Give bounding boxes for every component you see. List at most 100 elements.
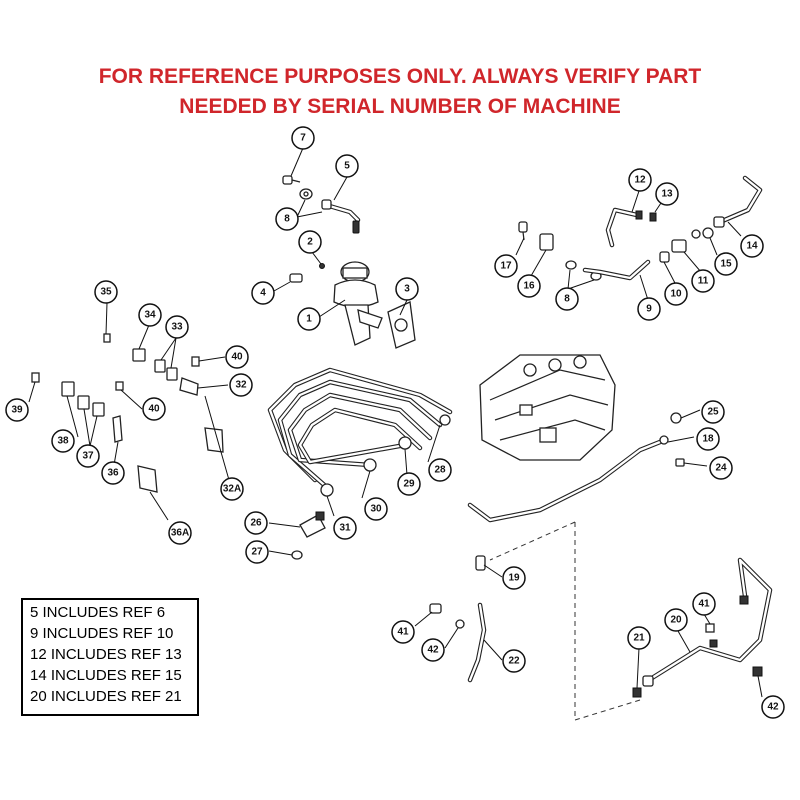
svg-text:27: 27: [251, 547, 263, 558]
callout-30: 30: [364, 497, 388, 521]
callout-38: 38: [51, 429, 75, 453]
svg-text:32A: 32A: [223, 484, 241, 495]
note-line: 9 INCLUDES REF 10: [30, 625, 174, 642]
callout-13: 13: [655, 182, 679, 206]
callout-34: 34: [138, 303, 162, 327]
callout-42b: 42: [761, 695, 785, 719]
callout-21: 21: [627, 626, 651, 650]
callout-29: 29: [397, 472, 421, 496]
callout-17: 17: [494, 254, 518, 278]
callout-18: 18: [696, 427, 720, 451]
callout-24: 24: [709, 456, 733, 480]
callout-32: 32: [229, 373, 253, 397]
callout-2: 2: [298, 230, 322, 254]
injection-pump-body: [479, 354, 616, 461]
callout-7: 7: [291, 126, 315, 150]
callout-37: 37: [76, 444, 100, 468]
callout-8: 8: [275, 207, 299, 231]
svg-text:20: 20: [670, 615, 682, 626]
svg-text:4: 4: [260, 288, 266, 299]
svg-text:39: 39: [11, 405, 23, 416]
callout-4: 4: [251, 281, 275, 305]
svg-text:36: 36: [107, 468, 119, 479]
svg-text:41: 41: [698, 599, 710, 610]
callout-35: 35: [94, 280, 118, 304]
svg-text:18: 18: [702, 434, 714, 445]
callout-16: 16: [517, 274, 541, 298]
svg-text:15: 15: [720, 259, 732, 270]
svg-text:28: 28: [434, 465, 446, 476]
callout-27: 27: [245, 540, 269, 564]
callout-42: 42: [421, 638, 445, 662]
lift-pump-group: [282, 175, 416, 349]
callout-39: 39: [5, 398, 29, 422]
svg-text:40: 40: [231, 352, 243, 363]
svg-text:12: 12: [634, 175, 646, 186]
callout-11: 11: [691, 269, 715, 293]
svg-text:10: 10: [670, 289, 682, 300]
note-line: 20 INCLUDES REF 21: [30, 688, 182, 705]
notice-line-1: FOR REFERENCE PURPOSES ONLY. ALWAYS VERI…: [98, 65, 702, 88]
callout-28: 28: [428, 458, 452, 482]
svg-text:29: 29: [403, 479, 415, 490]
svg-text:1: 1: [306, 314, 312, 325]
svg-text:26: 26: [250, 518, 262, 529]
callout-41b: 41: [692, 592, 716, 616]
callout-19: 19: [502, 566, 526, 590]
note-line: 12 INCLUDES REF 13: [30, 646, 182, 663]
callout-33: 33: [165, 315, 189, 339]
callout-3: 3: [395, 277, 419, 301]
callout-15: 15: [714, 252, 738, 276]
svg-text:3: 3: [404, 284, 410, 295]
svg-text:40: 40: [148, 404, 160, 415]
svg-text:42: 42: [767, 702, 779, 713]
callout-40b: 40: [142, 397, 166, 421]
svg-text:41: 41: [397, 627, 409, 638]
fuel-lines-group: [429, 412, 773, 721]
callout-20: 20: [664, 608, 688, 632]
includes-note-box: 5 INCLUDES REF 6 9 INCLUDES REF 10 12 IN…: [21, 598, 199, 716]
svg-text:24: 24: [715, 463, 727, 474]
callout-26: 26: [244, 511, 268, 535]
svg-text:30: 30: [370, 504, 382, 515]
svg-text:8: 8: [564, 294, 570, 305]
svg-text:14: 14: [746, 241, 758, 252]
svg-text:42: 42: [427, 645, 439, 656]
callout-10: 10: [664, 282, 688, 306]
callout-36: 36: [101, 461, 125, 485]
notice-line-2: NEEDED BY SERIAL NUMBER OF MACHINE: [179, 95, 621, 118]
leak-off-lines-group: [518, 175, 763, 281]
svg-text:31: 31: [339, 523, 351, 534]
clip-bracket-group: [31, 333, 224, 493]
svg-text:32: 32: [235, 380, 247, 391]
svg-text:36A: 36A: [171, 528, 189, 539]
note-line: 14 INCLUDES REF 15: [30, 667, 182, 684]
callout-22: 22: [502, 649, 526, 673]
callout-12: 12: [628, 168, 652, 192]
svg-text:17: 17: [500, 261, 512, 272]
callout-31: 31: [333, 516, 357, 540]
svg-text:7: 7: [300, 133, 306, 144]
note-line: 5 INCLUDES REF 6: [30, 604, 166, 621]
svg-text:13: 13: [661, 189, 673, 200]
svg-text:19: 19: [508, 573, 520, 584]
svg-text:2: 2: [307, 237, 313, 248]
svg-text:35: 35: [100, 287, 112, 298]
svg-text:38: 38: [57, 436, 69, 447]
callout-14: 14: [740, 234, 764, 258]
svg-text:25: 25: [707, 407, 719, 418]
svg-text:22: 22: [508, 656, 520, 667]
callout-5: 5: [335, 154, 359, 178]
svg-text:11: 11: [698, 276, 709, 287]
svg-text:34: 34: [144, 310, 156, 321]
leader-lines: [28, 147, 763, 698]
callout-25: 25: [701, 400, 725, 424]
callout-8b: 8: [555, 287, 579, 311]
svg-text:37: 37: [82, 451, 94, 462]
callout-41: 41: [391, 620, 415, 644]
svg-text:9: 9: [646, 304, 652, 315]
injection-pipes-group: [267, 367, 453, 560]
svg-text:16: 16: [523, 281, 535, 292]
callout-labels: 7 5 8 2 4 1 3 12 13 14 17 16 8 9 10: [5, 126, 785, 719]
